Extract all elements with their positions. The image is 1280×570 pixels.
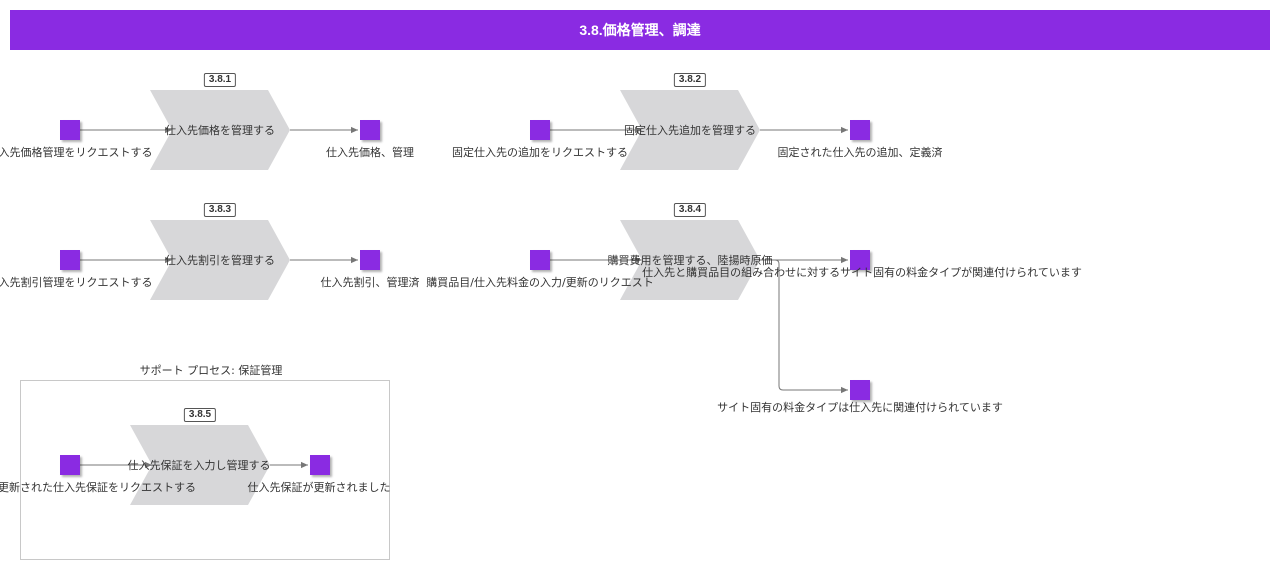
output-event-label: 仕入先保証が更新されました [247,481,391,494]
process-chevron[interactable] [620,90,760,170]
connector-3-8-4-out-2 [760,259,848,394]
support-process-title: サポート プロセス: 保証管理 [139,364,283,377]
process-label: 購買費用を管理する、陸揚時原価 [607,254,773,267]
process-chevron[interactable] [620,220,760,300]
input-event-label: 購買品目/仕入先料金の入力/更新のリクエスト [426,276,654,289]
input-event-marker[interactable] [60,120,80,140]
output-event-marker[interactable] [360,120,380,140]
process-id-badge: 3.8.1 [203,73,237,87]
process-id-badge: 3.8.5 [183,408,217,422]
output-event-marker[interactable] [850,120,870,140]
process-id-badge: 3.8.2 [673,73,707,87]
page-title: 3.8.価格管理、調達 [10,10,1270,50]
input-event-label: 仕入先価格管理をリクエストする [0,146,153,159]
input-event-label: 更新された仕入先保証をリクエストする [0,481,196,494]
process-label: 仕入先保証を入力し管理する [127,459,271,472]
output-event-marker[interactable] [310,455,330,475]
input-event-label: 仕入先割引管理をリクエストする [0,276,153,289]
process-id-badge: 3.8.4 [673,203,707,217]
support-process-frame [20,380,390,560]
process-chevron[interactable] [150,90,290,170]
process-chevron[interactable] [130,425,270,505]
process-id-badge: 3.8.3 [203,203,237,217]
output-event-marker[interactable] [360,250,380,270]
output-event-label: サイト固有の料金タイプは仕入先に関連付けられています [717,401,1003,414]
output-event-marker[interactable] [850,380,870,400]
input-event-marker[interactable] [530,250,550,270]
output-event-marker[interactable] [850,250,870,270]
input-event-label: 固定仕入先の追加をリクエストする [452,146,628,159]
input-event-marker[interactable] [60,455,80,475]
input-event-marker[interactable] [60,250,80,270]
process-label: 固定仕入先追加を管理する [624,124,756,137]
output-event-label: 固定された仕入先の追加、定義済 [777,146,943,159]
output-event-label: 仕入先と購買品目の組み合わせに対するサイト固有の料金タイプが関連付けられています [642,266,1082,279]
process-chevron[interactable] [150,220,290,300]
output-event-label: 仕入先割引、管理済 [320,276,420,289]
output-event-label: 仕入先価格、管理 [326,146,414,159]
input-event-marker[interactable] [530,120,550,140]
process-label: 仕入先価格を管理する [165,124,275,137]
process-label: 仕入先割引を管理する [165,254,275,267]
